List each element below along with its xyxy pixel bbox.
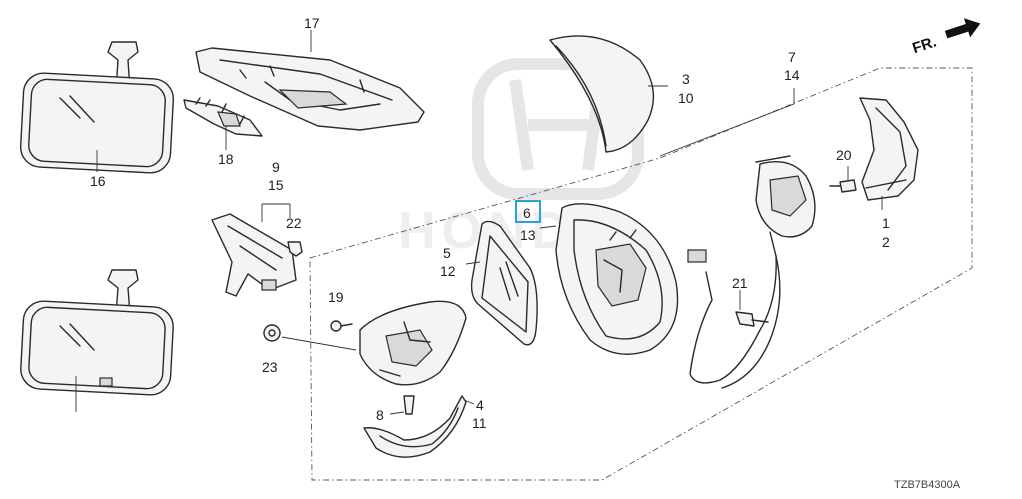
part-19-screw <box>330 320 353 332</box>
part-3-skull-cap <box>549 35 655 153</box>
callout-11[interactable]: 11 <box>472 415 487 431</box>
part-6-mirror-housing <box>555 203 679 355</box>
part-17-console-cover <box>195 47 425 131</box>
part-22-clip <box>287 241 303 257</box>
part-23-washer <box>263 324 281 342</box>
assembly-boundary <box>309 67 973 481</box>
part-1-turn-signal <box>859 97 919 201</box>
callout-18[interactable]: 18 <box>218 151 234 167</box>
direction-label: FR. <box>910 34 938 58</box>
callout-15[interactable]: 15 <box>268 177 284 193</box>
selected-callout-highlight[interactable] <box>515 200 541 223</box>
callout-21[interactable]: 21 <box>732 275 748 291</box>
callout-10[interactable]: 10 <box>678 90 694 106</box>
part-9-sensor-bracket <box>211 213 297 297</box>
callout-5[interactable]: 5 <box>443 245 451 261</box>
mirror-base-actuator <box>359 300 467 386</box>
part-8-screw <box>403 395 415 415</box>
callout-20[interactable]: 20 <box>836 147 852 163</box>
callout-6[interactable]: 6 <box>523 205 531 221</box>
callout-1[interactable]: 1 <box>882 215 890 231</box>
rearview-mirror-variant <box>20 269 174 396</box>
callout-3[interactable]: 3 <box>682 71 690 87</box>
part-18-bracket <box>183 97 263 137</box>
callout-labels: 17 18 16 9 15 22 19 23 5 12 6 13 3 10 7 … <box>90 15 890 431</box>
drawing-code: TZB7B4300A <box>894 479 961 491</box>
callout-4[interactable]: 4 <box>476 397 484 413</box>
callout-12[interactable]: 12 <box>440 263 456 279</box>
part-16-rearview-mirror <box>19 41 175 174</box>
callout-14[interactable]: 14 <box>784 67 800 83</box>
callout-22[interactable]: 22 <box>286 215 302 231</box>
part-5-mirror-glass <box>470 220 538 346</box>
callout-23[interactable]: 23 <box>262 359 278 375</box>
part-20-screw <box>829 179 857 193</box>
callout-13[interactable]: 13 <box>520 227 536 243</box>
front-direction-indicator: FR. <box>910 18 981 58</box>
front-arrow-icon <box>944 18 981 39</box>
callout-17[interactable]: 17 <box>304 15 320 31</box>
part-4-lower-cover <box>363 395 467 458</box>
part-21-bolt <box>735 311 769 327</box>
callout-8[interactable]: 8 <box>376 407 384 423</box>
callout-7[interactable]: 7 <box>788 49 796 65</box>
callout-16[interactable]: 16 <box>90 173 106 189</box>
part-7-harness-motor <box>687 155 816 389</box>
callout-2[interactable]: 2 <box>882 234 890 250</box>
leader-lines <box>75 30 883 415</box>
callout-9[interactable]: 9 <box>272 159 280 175</box>
callout-19[interactable]: 19 <box>328 289 344 305</box>
